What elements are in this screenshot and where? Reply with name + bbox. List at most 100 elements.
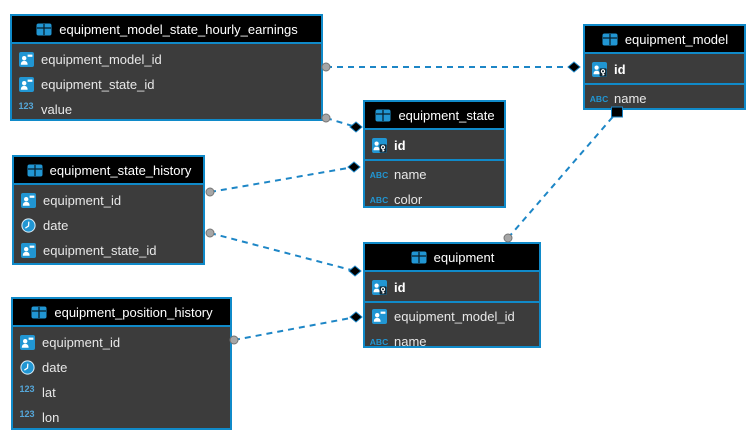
text-icon: ABC (370, 337, 388, 347)
table-icon (410, 251, 428, 264)
table-icon (35, 23, 53, 36)
relationship-source-dot[interactable] (321, 62, 331, 72)
relationship-line-equipment_state_history-to-equipment_state[interactable] (209, 166, 355, 193)
table-header[interactable]: equipment_state_history (14, 157, 203, 185)
relationship-source-dot[interactable] (321, 113, 331, 123)
column-name: name (614, 91, 647, 106)
table-name: equipment_state (398, 107, 495, 123)
column-row[interactable]: date (14, 213, 203, 238)
relationship-line-equipment-to-equipment_model[interactable] (507, 111, 618, 239)
column-row[interactable]: ABC color (365, 187, 504, 212)
column-row[interactable]: equipment_state_id (14, 238, 203, 263)
primary-key-icon (370, 138, 388, 153)
column-row[interactable]: equipment_id (14, 188, 203, 213)
table-name: equipment_model (624, 31, 729, 47)
table-header[interactable]: equipment (365, 244, 539, 272)
text-icon-glyph: ABC (369, 169, 389, 180)
column-name: date (42, 360, 68, 375)
relationship-source-dot[interactable] (205, 228, 215, 238)
text-icon: ABC (370, 195, 388, 205)
column-row[interactable]: 123 value (12, 97, 321, 122)
column-row[interactable]: id (365, 133, 504, 158)
column-name: lon (42, 410, 60, 425)
relationship-end-diamond[interactable] (349, 121, 363, 133)
primary-key-separator (365, 301, 539, 303)
table-icon (374, 109, 392, 122)
column-name: value (41, 102, 73, 117)
column-row[interactable]: equipment_model_id (12, 47, 321, 72)
column-row[interactable]: equipment_id (13, 330, 230, 355)
relationship-source-dot[interactable] (503, 233, 513, 243)
column-name: equipment_model_id (41, 52, 162, 67)
table-name: equipment (433, 249, 495, 265)
numeric-icon: 123 (18, 384, 36, 398)
table-icon (601, 33, 619, 46)
relationship-end-diamond[interactable] (347, 161, 361, 173)
numeric-icon-glyph: 123 (18, 100, 34, 111)
column-row[interactable]: equipment_model_id (365, 304, 539, 329)
table-header[interactable]: equipment_model (585, 26, 744, 54)
column-row[interactable]: id (365, 275, 539, 300)
table-name: equipment_position_history (54, 304, 213, 320)
numeric-icon-glyph: 123 (19, 408, 35, 419)
text-icon: ABC (590, 94, 608, 104)
column-name: color (394, 192, 423, 207)
foreign-key-icon (18, 335, 36, 350)
column-name: name (394, 167, 427, 182)
column-row[interactable]: equipment_state_id (12, 72, 321, 97)
column-row[interactable]: date (13, 355, 230, 380)
table-icon (26, 164, 44, 177)
foreign-key-icon (19, 243, 37, 258)
text-icon-glyph: ABC (369, 336, 389, 347)
relationship-line-equipment_position_history-to-equipment[interactable] (233, 316, 357, 341)
primary-key-separator (365, 159, 504, 161)
column-name: equipment_id (42, 335, 121, 350)
column-name: id (394, 138, 406, 153)
foreign-key-icon (19, 193, 37, 208)
primary-key-icon (590, 62, 608, 77)
relationship-line-equipment_model_state_hourly_earnings-to-equipment_state[interactable] (325, 117, 357, 128)
relationship-end-diamond[interactable] (349, 311, 363, 323)
column-name: equipment_state_id (41, 77, 155, 92)
relationship-source-dot[interactable] (205, 187, 215, 197)
table-header[interactable]: equipment_state (365, 102, 504, 130)
relationship-line-equipment_state_history-to-equipment[interactable] (209, 232, 356, 272)
column-row[interactable]: ABC name (585, 86, 744, 111)
table-name: equipment_state_history (49, 162, 192, 178)
numeric-icon: 123 (18, 409, 36, 423)
datetime-icon (18, 360, 36, 375)
text-icon-glyph: ABC (369, 194, 389, 205)
foreign-key-icon (370, 309, 388, 324)
table-columns: equipment_model_id equipment_state_id 123 v… (12, 44, 321, 122)
column-row[interactable]: ABC name (365, 162, 504, 187)
column-name: id (394, 280, 406, 295)
foreign-key-icon (17, 52, 35, 67)
column-row[interactable]: id (585, 57, 744, 82)
relationship-end-diamond[interactable] (567, 61, 581, 73)
column-name: equipment_state_id (43, 243, 157, 258)
text-icon-glyph: ABC (589, 93, 609, 104)
column-row[interactable]: 123 lon (13, 405, 230, 430)
relationship-end-diamond[interactable] (348, 265, 362, 277)
table-icon (30, 306, 48, 319)
table-header[interactable]: equipment_model_state_hourly_earnings (12, 16, 321, 44)
column-name: date (43, 218, 69, 233)
primary-key-icon (370, 280, 388, 295)
table-header[interactable]: equipment_position_history (13, 299, 230, 327)
primary-key-separator (585, 83, 744, 85)
column-name: id (614, 62, 626, 77)
datetime-icon (19, 218, 37, 233)
